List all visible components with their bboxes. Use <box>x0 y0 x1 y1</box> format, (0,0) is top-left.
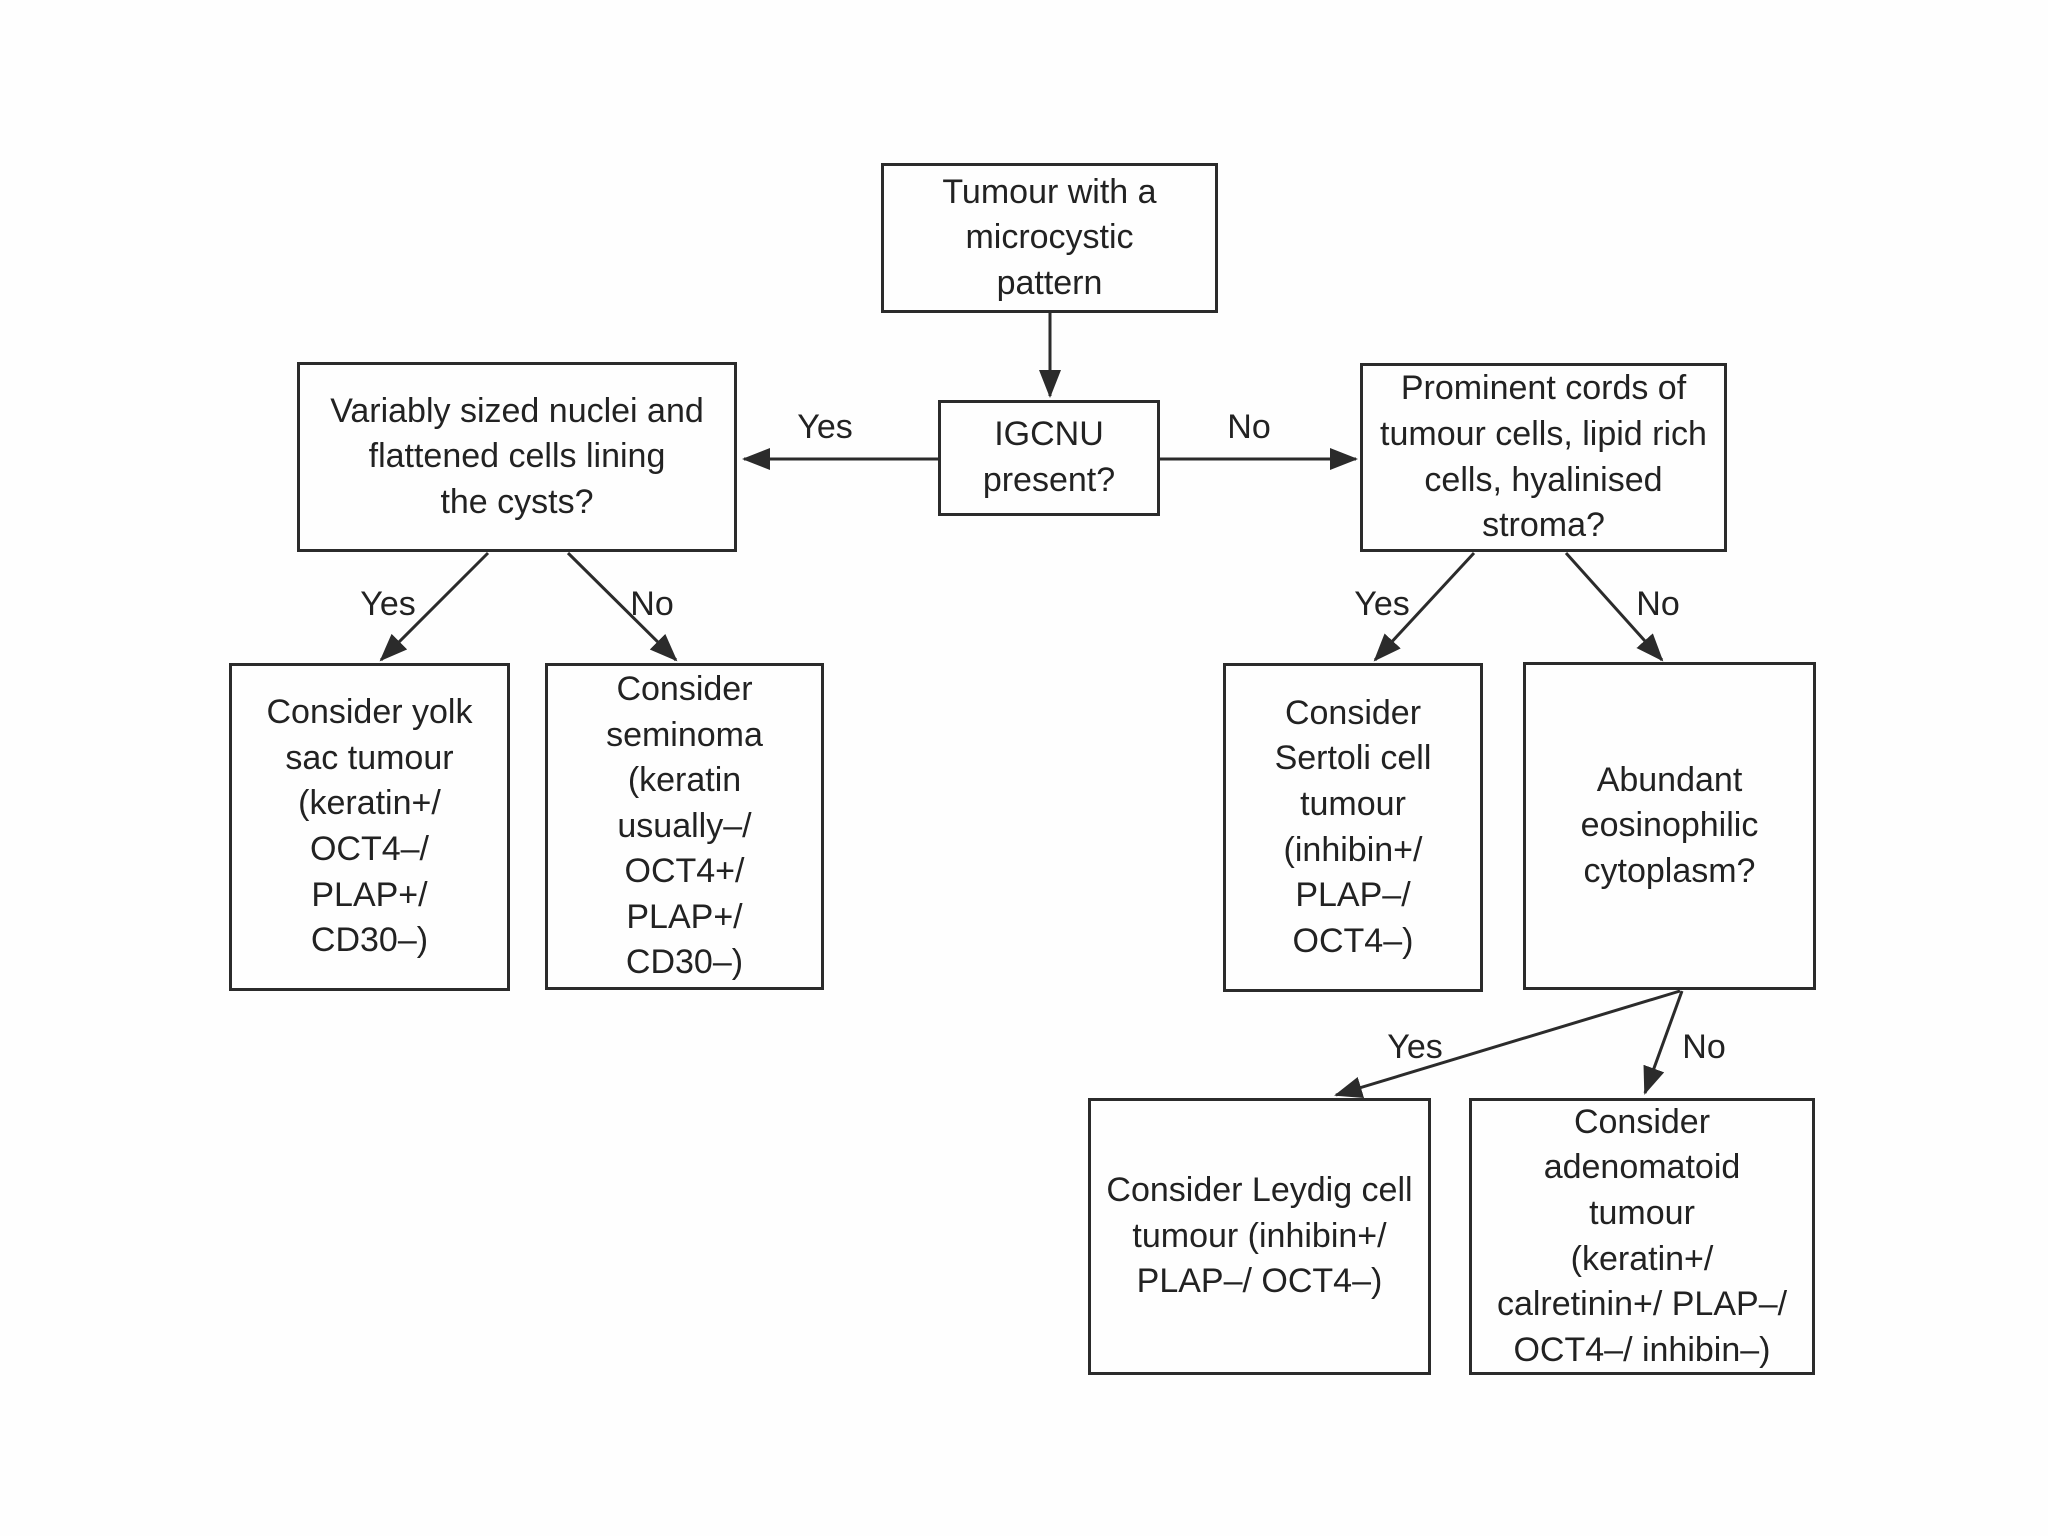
arrow-leftq-to-yolk <box>379 551 490 662</box>
arrow-abundant-to-adenomatoid <box>1643 990 1684 1095</box>
node-variably-sized-nuclei: Variably sized nuclei and flattened cell… <box>297 362 737 552</box>
edge-label-rightq-no: No <box>1636 585 1680 623</box>
node-abundant-eosinophilic-cytoplasm: Abundant eosinophilic cytoplasm? <box>1523 662 1816 990</box>
arrow-abundant-to-leydig <box>1334 989 1681 1099</box>
edge-label-rightq-yes: Yes <box>1354 585 1410 623</box>
edge-label-igcnu-no: No <box>1227 408 1271 446</box>
node-adenomatoid-tumour: Consider adenomatoid tumour (keratin+/ c… <box>1469 1098 1815 1375</box>
edge-label-leftq-no: No <box>630 585 674 623</box>
edge-label-abundant-no: No <box>1682 1028 1726 1066</box>
node-tumour-microcystic-pattern: Tumour with a microcystic pattern <box>881 163 1218 313</box>
node-seminoma: Consider seminoma (keratin usually–/ OCT… <box>545 663 824 990</box>
node-sertoli-cell-tumour: Consider Sertoli cell tumour (inhibin+/ … <box>1223 663 1483 992</box>
node-igcnu-present: IGCNU present? <box>938 400 1160 516</box>
edge-label-abundant-yes: Yes <box>1387 1028 1443 1066</box>
arrow-rightq-to-abundant <box>1564 551 1664 662</box>
node-leydig-cell-tumour: Consider Leydig cell tumour (inhibin+/ P… <box>1088 1098 1431 1375</box>
arrow-rightq-to-sertoli <box>1373 551 1476 662</box>
edge-label-igcnu-yes: Yes <box>797 408 853 446</box>
edge-label-leftq-yes: Yes <box>360 585 416 623</box>
node-prominent-cords: Prominent cords of tumour cells, lipid r… <box>1360 363 1727 552</box>
node-yolk-sac-tumour: Consider yolk sac tumour (keratin+/ OCT4… <box>229 663 510 991</box>
arrow-leftq-to-seminoma <box>566 551 678 662</box>
